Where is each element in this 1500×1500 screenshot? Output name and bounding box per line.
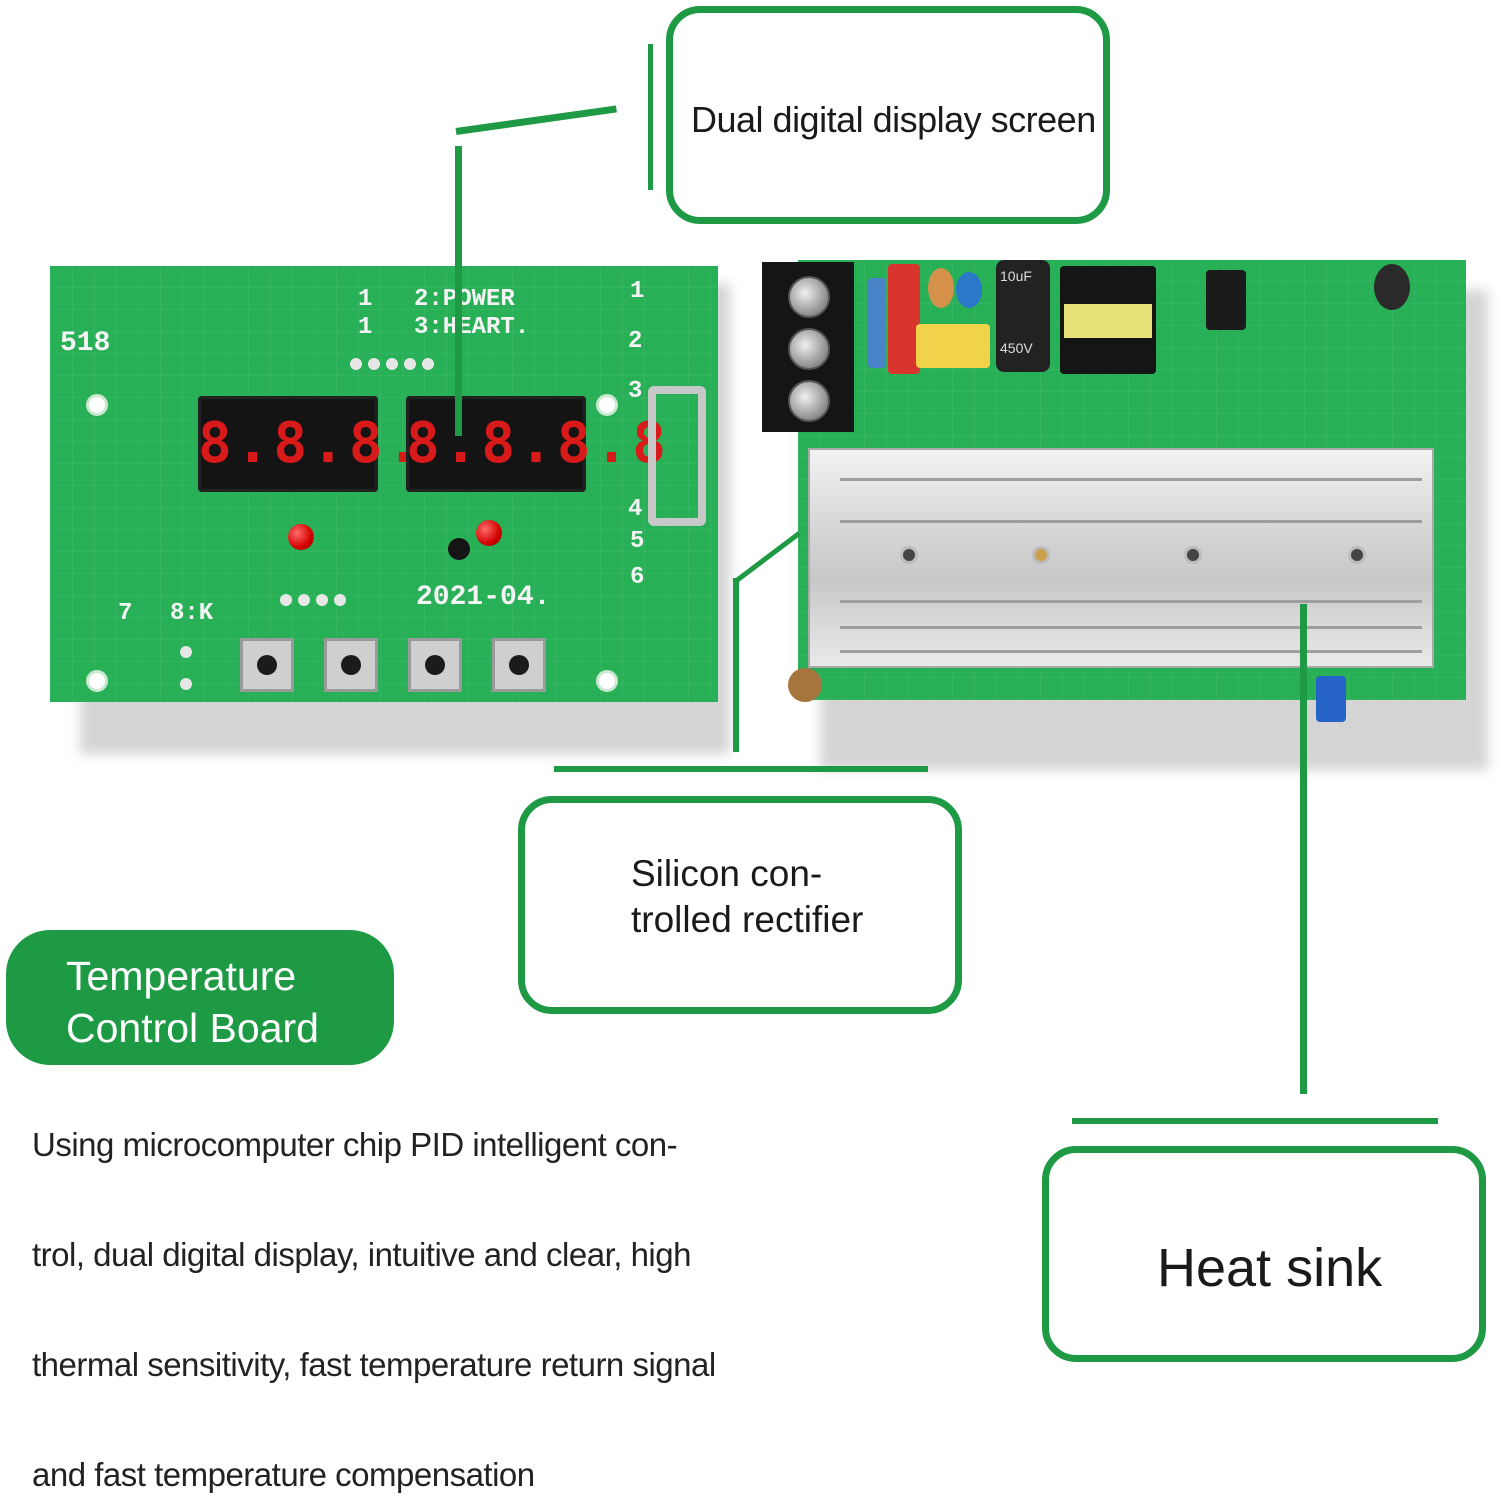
title-badge-text: Temperature Control Board: [66, 953, 319, 1051]
mount-hole: [596, 394, 618, 416]
solder-pad: [368, 358, 380, 370]
heatsink-leader-vertical: [1300, 604, 1307, 1094]
board-button-1: [240, 638, 294, 692]
display-callout-box: Dual digital display screen: [666, 6, 1110, 224]
silk-digit-1: 1: [358, 286, 373, 313]
silk-date-label: 2021-04.: [416, 582, 551, 613]
silk-k-label: 8:K: [170, 600, 214, 627]
scr-leader-underline: [554, 766, 928, 772]
ic-chip: [1206, 270, 1246, 330]
silk-digit-2: 1: [358, 314, 373, 341]
scr-callout-label: Silicon con- trolled rectifier: [631, 853, 864, 940]
resistor: [868, 278, 886, 368]
solder-pad: [386, 358, 398, 370]
brown-disc-capacitor: [788, 668, 822, 702]
silk-pin-7: 7: [118, 600, 133, 627]
board-button-3: [408, 638, 462, 692]
heatsink-hole: [1184, 546, 1202, 564]
heatsink-fin: [840, 520, 1422, 523]
terminal-screw: [788, 328, 830, 370]
ceramic-capacitor: [928, 268, 954, 308]
mount-hole: [596, 670, 618, 692]
control-board-image: 518 1 1 2:POWER 3:HEART. 1 2 3 4 5 6 7 8…: [50, 266, 718, 702]
scr-leader-vertical: [733, 578, 739, 752]
red-capacitor: [888, 264, 920, 374]
silk-pin-6: 6: [630, 564, 645, 591]
description-line-3: thermal sensitivity, fast temperature re…: [32, 1346, 716, 1383]
left-seven-segment-display: 8.8.8.8: [198, 396, 458, 492]
blue-capacitor: [956, 272, 982, 308]
display-leader-vertical: [455, 146, 462, 436]
right-indicator-led: [476, 520, 502, 546]
heatsink-fin: [840, 600, 1422, 603]
solder-pad: [422, 358, 434, 370]
mount-hole: [86, 394, 108, 416]
solder-pad: [298, 594, 310, 606]
silk-power-label: 2:POWER: [414, 286, 515, 313]
display-leader-diagonal: [455, 105, 617, 135]
right-seven-segment-display: 8.8.8.8: [406, 396, 666, 492]
solder-pad: [350, 358, 362, 370]
yellow-capacitor: [916, 324, 990, 368]
board-model-label: 518: [60, 328, 111, 359]
terminal-screw: [788, 380, 830, 422]
terminal-block: [762, 262, 854, 432]
solder-pad: [280, 594, 292, 606]
heatsink-hole: [1032, 546, 1050, 564]
mount-hole: [86, 670, 108, 692]
board-button-2: [324, 638, 378, 692]
scr-callout-box: Silicon con- trolled rectifier: [518, 796, 962, 1014]
silver-wire-link: [648, 386, 706, 526]
silk-pin-4: 4: [628, 496, 643, 523]
capacitor-value-label: 10uF: [1000, 268, 1032, 284]
capacitor-voltage-label: 450V: [1000, 340, 1033, 356]
silk-pin-2: 2: [628, 328, 643, 355]
scr-leader-diagonal: [732, 531, 801, 585]
description-line-2: trol, dual digital display, intuitive an…: [32, 1236, 691, 1273]
title-badge: Temperature Control Board: [6, 930, 394, 1065]
heatsink-image: [808, 448, 1434, 668]
silk-pin-3: 3: [628, 378, 643, 405]
display-leader-stub: [648, 44, 653, 190]
solder-pad: [334, 594, 346, 606]
board-button-4: [492, 638, 546, 692]
silk-pin-1: 1: [630, 278, 645, 305]
heatsink-callout-label: Heat sink: [1157, 1238, 1383, 1298]
transformer: [1060, 266, 1156, 374]
small-electrolytic-capacitor: [1374, 264, 1410, 310]
description-line-4: and fast temperature compensation: [32, 1456, 535, 1493]
electrolytic-capacitor: 10uF 450V: [996, 260, 1050, 372]
ir-receiver: [448, 538, 470, 560]
solder-pad: [180, 678, 192, 690]
heatsink-leader-underline: [1072, 1118, 1438, 1124]
terminal-screw: [788, 276, 830, 318]
heatsink-fin: [840, 626, 1422, 629]
solder-pad: [180, 646, 192, 658]
display-callout-label: Dual digital display screen: [691, 99, 1096, 140]
heatsink-fin: [840, 650, 1422, 653]
heatsink-hole: [900, 546, 918, 564]
heatsink-callout-box: Heat sink: [1042, 1146, 1486, 1362]
heatsink-hole: [1348, 546, 1366, 564]
solder-pad: [316, 594, 328, 606]
silk-heart-label: 3:HEART.: [414, 314, 530, 341]
silk-pin-5: 5: [630, 528, 645, 555]
solder-pad: [404, 358, 416, 370]
left-indicator-led: [288, 524, 314, 550]
heatsink-fin: [840, 478, 1422, 481]
description-line-1: Using microcomputer chip PID intelligent…: [32, 1126, 678, 1163]
blue-trimmer-potentiometer: [1316, 676, 1346, 722]
